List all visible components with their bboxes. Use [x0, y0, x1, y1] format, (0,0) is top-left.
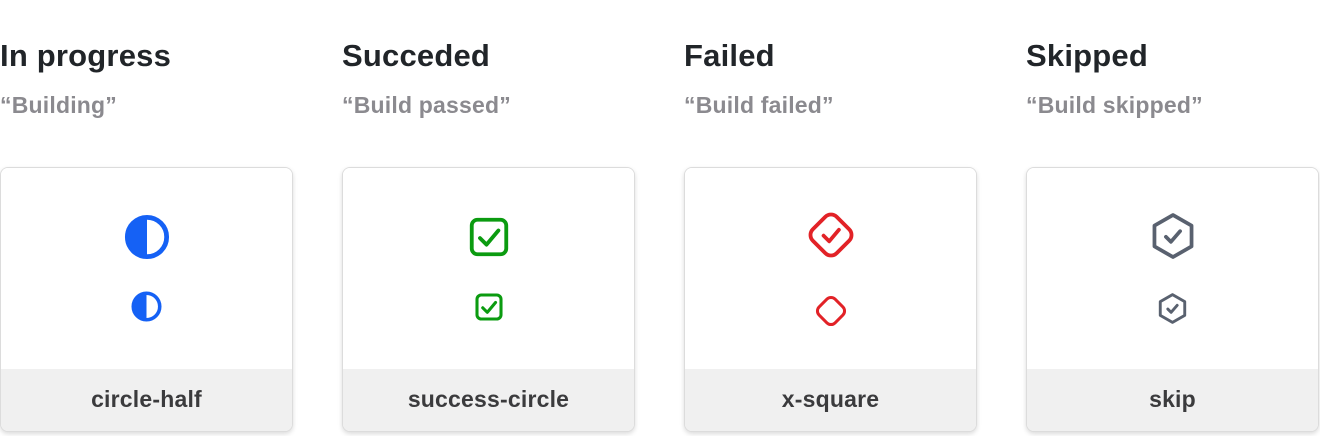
check-square-icon-small — [473, 291, 505, 323]
icon-name-label: skip — [1027, 368, 1318, 431]
check-diamond-icon — [804, 208, 858, 262]
column-subtitle: “Build failed” — [684, 91, 834, 118]
column-title: In progress — [0, 38, 172, 73]
icon-card-body — [685, 167, 976, 369]
column-title: Succeded — [342, 38, 491, 73]
icon-card-body — [1, 167, 292, 369]
circle-half-icon — [124, 214, 170, 260]
icon-name-label: success-circle — [343, 368, 634, 431]
icon-card-skip: skip — [1026, 166, 1319, 432]
icon-name-label: circle-half — [1, 368, 292, 431]
status-column-failed: Failed “Build failed” — [684, 0, 977, 432]
icon-card-success-circle: success-circle — [342, 166, 635, 432]
check-hexagon-icon — [1148, 211, 1198, 261]
column-subtitle: “Build passed” — [342, 91, 511, 118]
column-title: Failed — [684, 38, 775, 73]
icon-card-body — [1027, 167, 1318, 369]
check-hexagon-icon-small — [1156, 292, 1189, 325]
check-square-icon — [466, 214, 512, 260]
column-subtitle: “Building” — [0, 91, 117, 118]
status-column-in-progress: In progress “Building” — [0, 0, 293, 432]
icon-name-label: x-square — [685, 368, 976, 431]
status-column-skipped: Skipped “Build skipped” — [1026, 0, 1319, 432]
check-diamond-icon-small — [813, 293, 849, 329]
status-column-succeded: Succeded “Build passed” — [342, 0, 635, 432]
icon-card-body — [343, 167, 634, 369]
icon-card-circle-half: circle-half — [0, 166, 293, 432]
column-subtitle: “Build skipped” — [1026, 91, 1203, 118]
circle-half-icon-small — [131, 291, 162, 322]
column-title: Skipped — [1026, 38, 1148, 73]
icon-card-x-square: x-square — [684, 166, 977, 432]
